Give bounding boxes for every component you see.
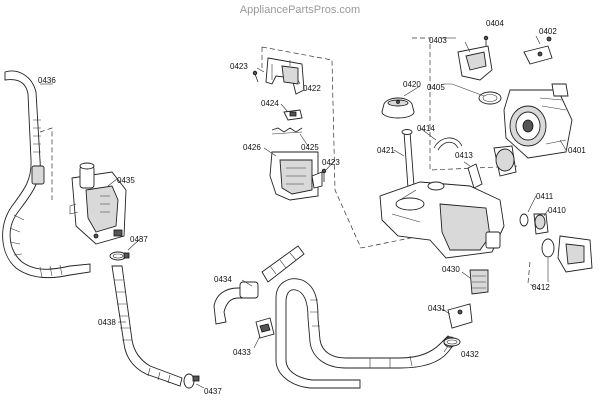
seal-0432-part[interactable]	[443, 337, 461, 347]
callout-0426[interactable]: 0426	[243, 143, 261, 152]
clip-0433-part[interactable]	[255, 317, 275, 339]
callout-0401[interactable]: 0401	[568, 146, 586, 155]
callout-0420[interactable]: 0420	[403, 80, 421, 89]
clip-0424-part[interactable]	[283, 109, 303, 121]
callout-0422[interactable]: 0422	[303, 84, 321, 93]
callout-0437-lower[interactable]: 0437	[204, 387, 222, 396]
connector-0404-part[interactable]	[457, 35, 493, 81]
callout-0402[interactable]: 0402	[539, 27, 557, 36]
hose-0434-part[interactable]	[213, 245, 305, 325]
callout-0432[interactable]: 0432	[461, 350, 479, 359]
callout-0430[interactable]: 0430	[442, 265, 460, 274]
callout-0423-lower[interactable]: 0423	[322, 158, 340, 167]
callout-0437-upper[interactable]: 0437	[130, 235, 148, 244]
inlet-hose-part[interactable]	[111, 265, 183, 387]
bracket-0422-part[interactable]	[265, 57, 305, 95]
filter-0430-part[interactable]	[469, 269, 489, 295]
callout-0405[interactable]: 0405	[427, 83, 445, 92]
screw-0423-lower-part[interactable]	[321, 168, 327, 182]
callout-0411[interactable]: 0411	[536, 192, 554, 201]
drain-hose-part[interactable]	[2, 70, 91, 279]
rod-0421-part[interactable]	[401, 129, 415, 189]
callout-0423-upper[interactable]: 0423	[230, 62, 248, 71]
callout-0421[interactable]: 0421	[377, 146, 395, 155]
callout-0404[interactable]: 0404	[486, 19, 504, 28]
callout-0436[interactable]: 0436	[38, 76, 56, 85]
callout-0413[interactable]: 0413	[455, 151, 473, 160]
callout-0403[interactable]: 0403	[429, 36, 447, 45]
clamp-0431-part[interactable]	[447, 303, 473, 329]
watermark: AppliancePartsPros.com	[240, 4, 360, 16]
callout-0433[interactable]: 0433	[233, 348, 251, 357]
clip-0425-part[interactable]	[271, 127, 303, 135]
callout-0424[interactable]: 0424	[261, 99, 279, 108]
cap-0420-part[interactable]	[381, 97, 415, 119]
callout-0438[interactable]: 0438	[98, 318, 116, 327]
gasket-0414-part[interactable]	[433, 137, 463, 151]
callout-0434[interactable]: 0434	[214, 275, 232, 284]
pump-valve-part[interactable]	[69, 162, 127, 245]
leader-lines	[40, 35, 567, 389]
clip-0413-part[interactable]	[467, 163, 483, 189]
hose-clamp-upper-part[interactable]	[109, 251, 130, 261]
ring-0405-part[interactable]	[478, 91, 502, 105]
cover-0426-part[interactable]	[269, 151, 323, 201]
drain-hose-lower-part[interactable]	[275, 278, 457, 389]
callout-0425[interactable]: 0425	[301, 143, 319, 152]
heat-pump-0401-part[interactable]	[493, 83, 573, 177]
callout-0414[interactable]: 0414	[417, 124, 435, 133]
valve-0410-part[interactable]	[533, 213, 549, 235]
sump-housing-part[interactable]	[379, 181, 505, 259]
sensor-0412-part[interactable]	[541, 235, 593, 273]
hose-clamp-lower-part[interactable]	[183, 373, 200, 389]
callout-0412[interactable]: 0412	[532, 283, 550, 292]
callout-0431[interactable]: 0431	[428, 304, 446, 313]
callout-0410[interactable]: 0410	[548, 206, 566, 215]
connector-0402-part[interactable]	[523, 36, 553, 65]
callout-0435[interactable]: 0435	[117, 176, 135, 185]
screw-0423-upper-part[interactable]	[252, 70, 259, 83]
callout-labels: 0404 0403 0402 0423 0422 0420 0405 0436 …	[38, 19, 586, 396]
seal-0411-part[interactable]	[519, 213, 529, 227]
